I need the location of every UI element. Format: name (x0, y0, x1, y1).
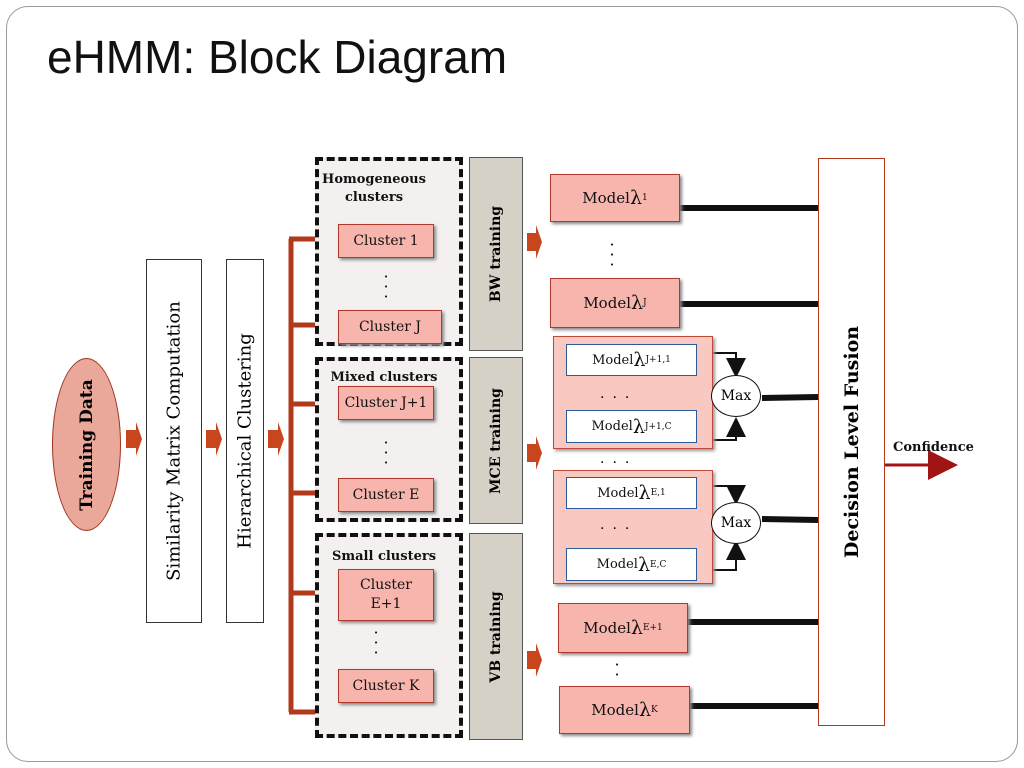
mixed-clusters-header: Mixed clusters (330, 370, 438, 385)
confidence-label: Confidence (893, 440, 974, 455)
cluster-k: Cluster K (338, 669, 434, 703)
fusion-lines (680, 205, 819, 709)
mce-training-box: MCE training (469, 357, 523, 524)
cluster-e: Cluster E (338, 478, 434, 512)
input-arrows (126, 225, 542, 677)
hierarchical-clustering-label: Hierarchical Clustering (234, 333, 256, 549)
ellipsis-dots: ... (600, 451, 638, 467)
mce-training-label: MCE training (488, 387, 504, 494)
ellipsis-dots: ··· (609, 235, 615, 274)
ellipsis-dots: ... (600, 517, 638, 533)
ellipsis-dots: ·· (614, 655, 620, 684)
max-node-2: Max (711, 502, 761, 544)
ellipsis-dots: ... (600, 386, 638, 402)
cluster-1: Cluster 1 (338, 224, 434, 258)
page-title: eHMM: Block Diagram (47, 31, 508, 83)
training-data-node: Training Data (52, 358, 121, 531)
hierarchical-clustering-box: Hierarchical Clustering (226, 259, 264, 623)
decision-fusion-label: Decision Level Fusion (840, 325, 863, 559)
training-data-label: Training Data (76, 378, 97, 511)
vb-training-box: VB training (469, 533, 523, 740)
ellipsis-dots: ··· (383, 267, 389, 306)
bw-training-label: BW training (488, 205, 504, 303)
max-node-1: Max (711, 375, 761, 417)
cluster-j: Cluster J (338, 310, 442, 344)
decision-fusion-box: Decision Level Fusion (818, 158, 885, 726)
similarity-matrix-box: Similarity Matrix Computation (146, 259, 202, 623)
ellipsis-dots: ··· (383, 433, 389, 472)
similarity-matrix-label: Similarity Matrix Computation (163, 301, 185, 581)
bw-training-box: BW training (469, 157, 523, 351)
small-clusters-group (315, 533, 463, 738)
small-clusters-header: Small clusters (331, 549, 437, 564)
cluster-j-plus-1: Cluster J+1 (338, 386, 434, 420)
homogeneous-clusters-header: Homogeneous clusters (322, 172, 426, 206)
cluster-e-plus-1: Cluster E+1 (338, 569, 434, 621)
vb-training-label: VB training (488, 590, 504, 683)
ellipsis-dots: ··· (373, 623, 379, 662)
